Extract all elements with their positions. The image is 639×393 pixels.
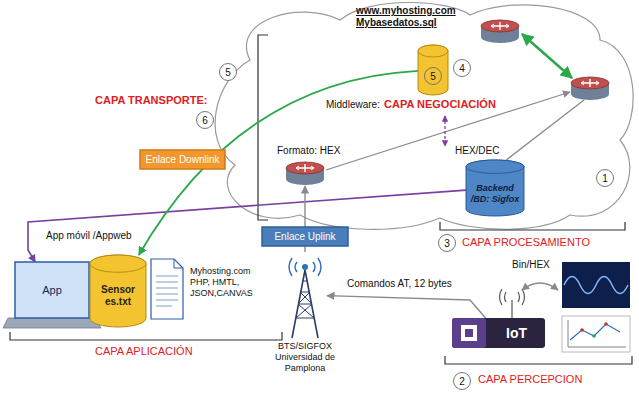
node-text: Myhosting.com PHP, HMTL, JSON,CANVAS: [190, 266, 264, 299]
router-link: [522, 34, 572, 78]
signal-panel-part: [562, 262, 630, 308]
database-cylinder-shape: [418, 45, 448, 95]
database-cylinder: www.myhosting.com Mybasedatos.sql: [418, 45, 448, 95]
data-chart-part: [570, 324, 620, 340]
database-cylinder-shape-part: [418, 45, 448, 57]
iot-device-shape-part: [452, 318, 545, 348]
laptop-base: [3, 318, 101, 328]
router-node: Formato: HEX: [285, 160, 325, 186]
text-area: Sensor es.txt: [90, 255, 146, 327]
node-text: App: [42, 284, 62, 296]
text-area: Enlace Downlink: [140, 150, 225, 169]
callout-number: 2: [453, 372, 471, 390]
network-line: [505, 100, 584, 161]
data-chart-part: [562, 316, 630, 352]
signal-panel-part: [564, 277, 628, 294]
callout-number: 5: [219, 63, 237, 81]
document-icon-shape-part: [156, 276, 178, 306]
laptop-screen: App: [15, 262, 89, 318]
layer-bracket: [440, 222, 625, 230]
backend-cylinder: Backend /BD: Sigfox: [466, 160, 524, 216]
layer-title: CAPA NEGOCIACIÓN: [384, 98, 496, 110]
file-cylinder-shape-part: [90, 255, 146, 327]
signal-panel: [562, 262, 630, 308]
iot-device-shape-part: [452, 318, 486, 348]
base-station-shape-part: [289, 258, 321, 276]
antenna-icon-part: [511, 300, 512, 318]
data-chart-part: [568, 320, 626, 347]
router-node-shape: [285, 160, 325, 186]
backend-cylinder-shape-part: [466, 160, 524, 216]
node-text: Backend /BD: Sigfox: [466, 183, 524, 205]
document-icon-shape-part: [174, 259, 183, 268]
base-station-shape-part: [296, 281, 314, 318]
node-text: IoT: [506, 325, 527, 341]
conversion-arrow: [522, 283, 558, 290]
document-icon: Myhosting.com PHP, HMTL, JSON,CANVAS: [150, 258, 184, 320]
base-station-shape: [283, 252, 327, 338]
callout-number: 4: [453, 59, 471, 77]
base-station-shape-part: [292, 270, 318, 338]
link-box-shape-part: [262, 227, 348, 246]
document-icon-shape-part: [151, 259, 183, 319]
node-text: BTS/SIGFOX Universidad de Pamplona: [263, 341, 347, 374]
document-icon-shape: [150, 258, 184, 320]
file-cylinder: Sensor es.txt: [90, 255, 146, 327]
format-label: HEX/DEC: [455, 145, 499, 157]
text-area: Enlace Uplink: [262, 227, 348, 246]
file-cylinder-shape-part: [90, 255, 146, 272]
layer-title: CAPA TRANSPORTE:: [95, 94, 207, 106]
link-box-shape-part: [140, 150, 225, 169]
layer-bracket: [258, 35, 268, 220]
router-node-shape-part: [286, 162, 324, 185]
text-area: IoT: [452, 318, 545, 348]
edge-label: Comandos AT, 12 bytes: [345, 278, 454, 290]
layer-caption: Middleware:: [326, 99, 380, 111]
router-icon: [481, 20, 519, 43]
data-chart-part: [580, 328, 584, 332]
app-label: App móvil /Appweb: [46, 230, 132, 242]
link-box: Enlace Uplink: [262, 227, 348, 246]
negotiation-arrow: [444, 116, 445, 146]
connector: [28, 190, 466, 262]
link-box: Enlace Downlink: [140, 150, 225, 169]
callout-number: 6: [196, 111, 214, 129]
callout-number: 1: [596, 169, 614, 187]
format-label: Bin/HEX: [512, 259, 550, 271]
iot-device-shape-part: [461, 325, 477, 341]
network-line: [326, 92, 570, 170]
layer-bracket: [10, 332, 282, 340]
base-station-shape-part: [302, 264, 308, 270]
layer-title: CAPA PERCEPCION: [478, 373, 582, 385]
data-chart-part: [592, 334, 596, 338]
text-area: App: [15, 262, 89, 318]
node-text: Enlace Uplink: [274, 231, 335, 242]
callout-number: 5: [424, 67, 442, 85]
antenna-icon-part: [500, 289, 525, 305]
data-chart: [562, 316, 630, 352]
node-text: www.myhosting.com Mybasedatos.sql: [356, 5, 464, 29]
callout-number: 3: [438, 234, 456, 252]
connector: [327, 296, 486, 318]
node-text: Sensor es.txt: [90, 284, 146, 308]
iot-device: IoT: [452, 318, 545, 348]
layer-bracket: [445, 356, 632, 364]
layer-title: CAPA APLICACIÓN: [95, 345, 193, 357]
base-station: BTS/SIGFOX Universidad de Pamplona: [283, 252, 327, 338]
node-text: Formato: HEX: [277, 145, 357, 156]
data-chart-part: [604, 322, 608, 326]
antenna-icon: [500, 289, 525, 318]
cloud-outline: [215, 3, 633, 230]
layer-title: CAPA PROCESAMIENTO: [462, 236, 590, 248]
router-icon: [571, 77, 609, 100]
text-area: Backend /BD: Sigfox: [466, 160, 524, 216]
node-text: Enlace Downlink: [146, 154, 220, 165]
laptop-screen-shape-part: [15, 262, 89, 318]
iot-device-shape: [452, 318, 545, 348]
database-cylinder-shape-part: [418, 45, 448, 95]
backend-cylinder-shape-part: [466, 160, 524, 173]
iot-device-shape-part: [465, 329, 473, 337]
